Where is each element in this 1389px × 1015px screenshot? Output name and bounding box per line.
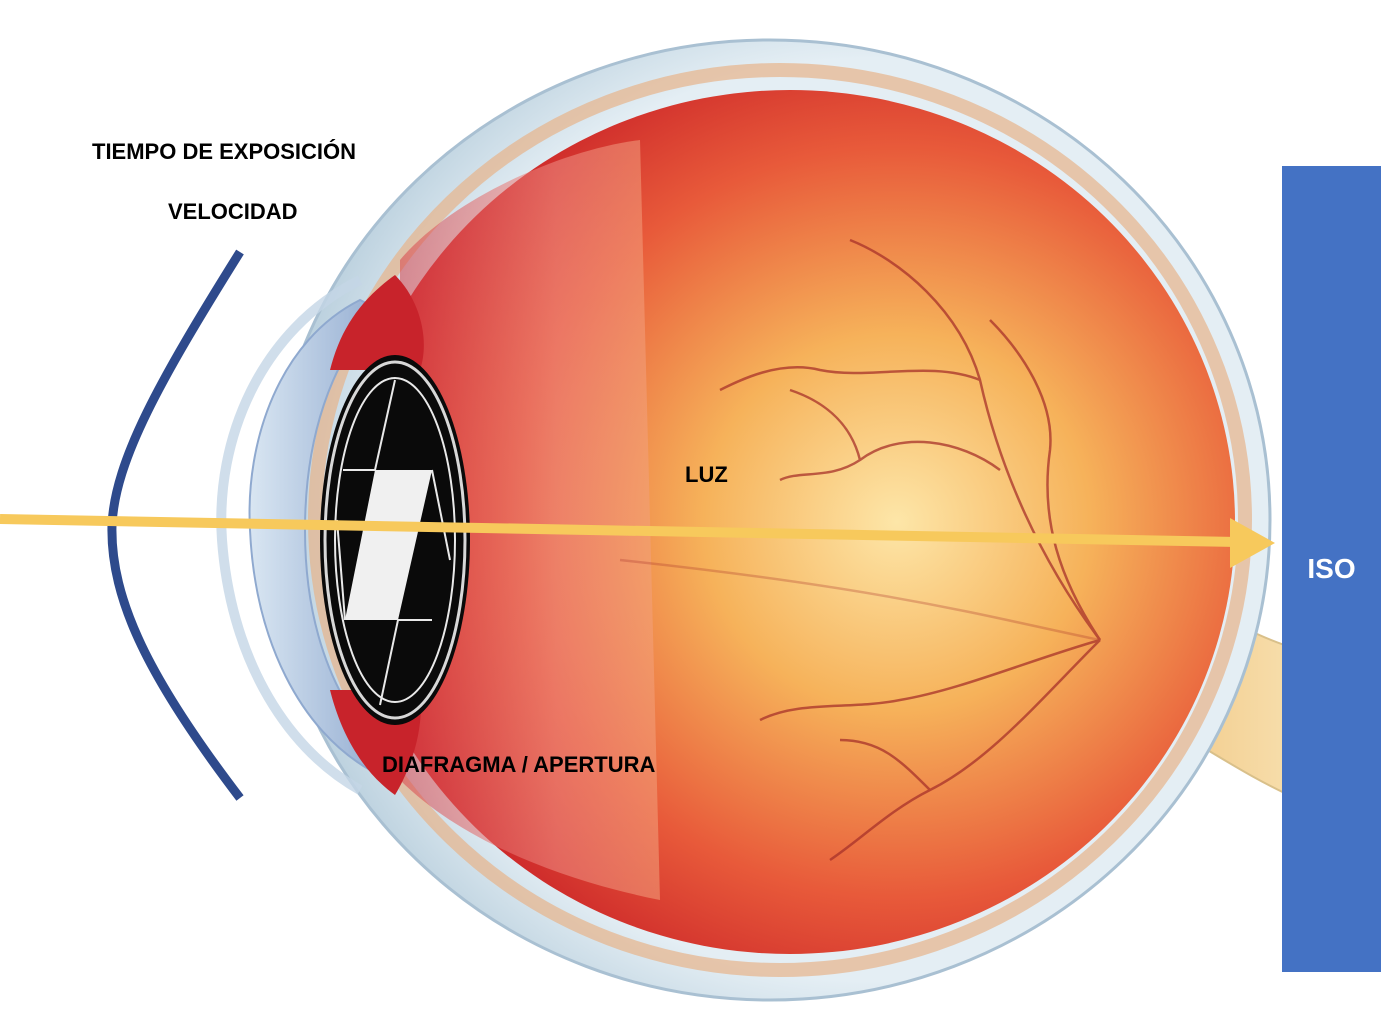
aperture-label: DIAFRAGMA / APERTURA [382, 752, 655, 778]
shutter-icon [320, 355, 470, 725]
iso-label: ISO [1307, 553, 1355, 585]
iso-sensor-panel: ISO [1282, 166, 1381, 972]
light-label: LUZ [685, 462, 728, 488]
speed-label: VELOCIDAD [168, 199, 298, 225]
exposure-time-label: TIEMPO DE EXPOSICIÓN [92, 139, 356, 165]
